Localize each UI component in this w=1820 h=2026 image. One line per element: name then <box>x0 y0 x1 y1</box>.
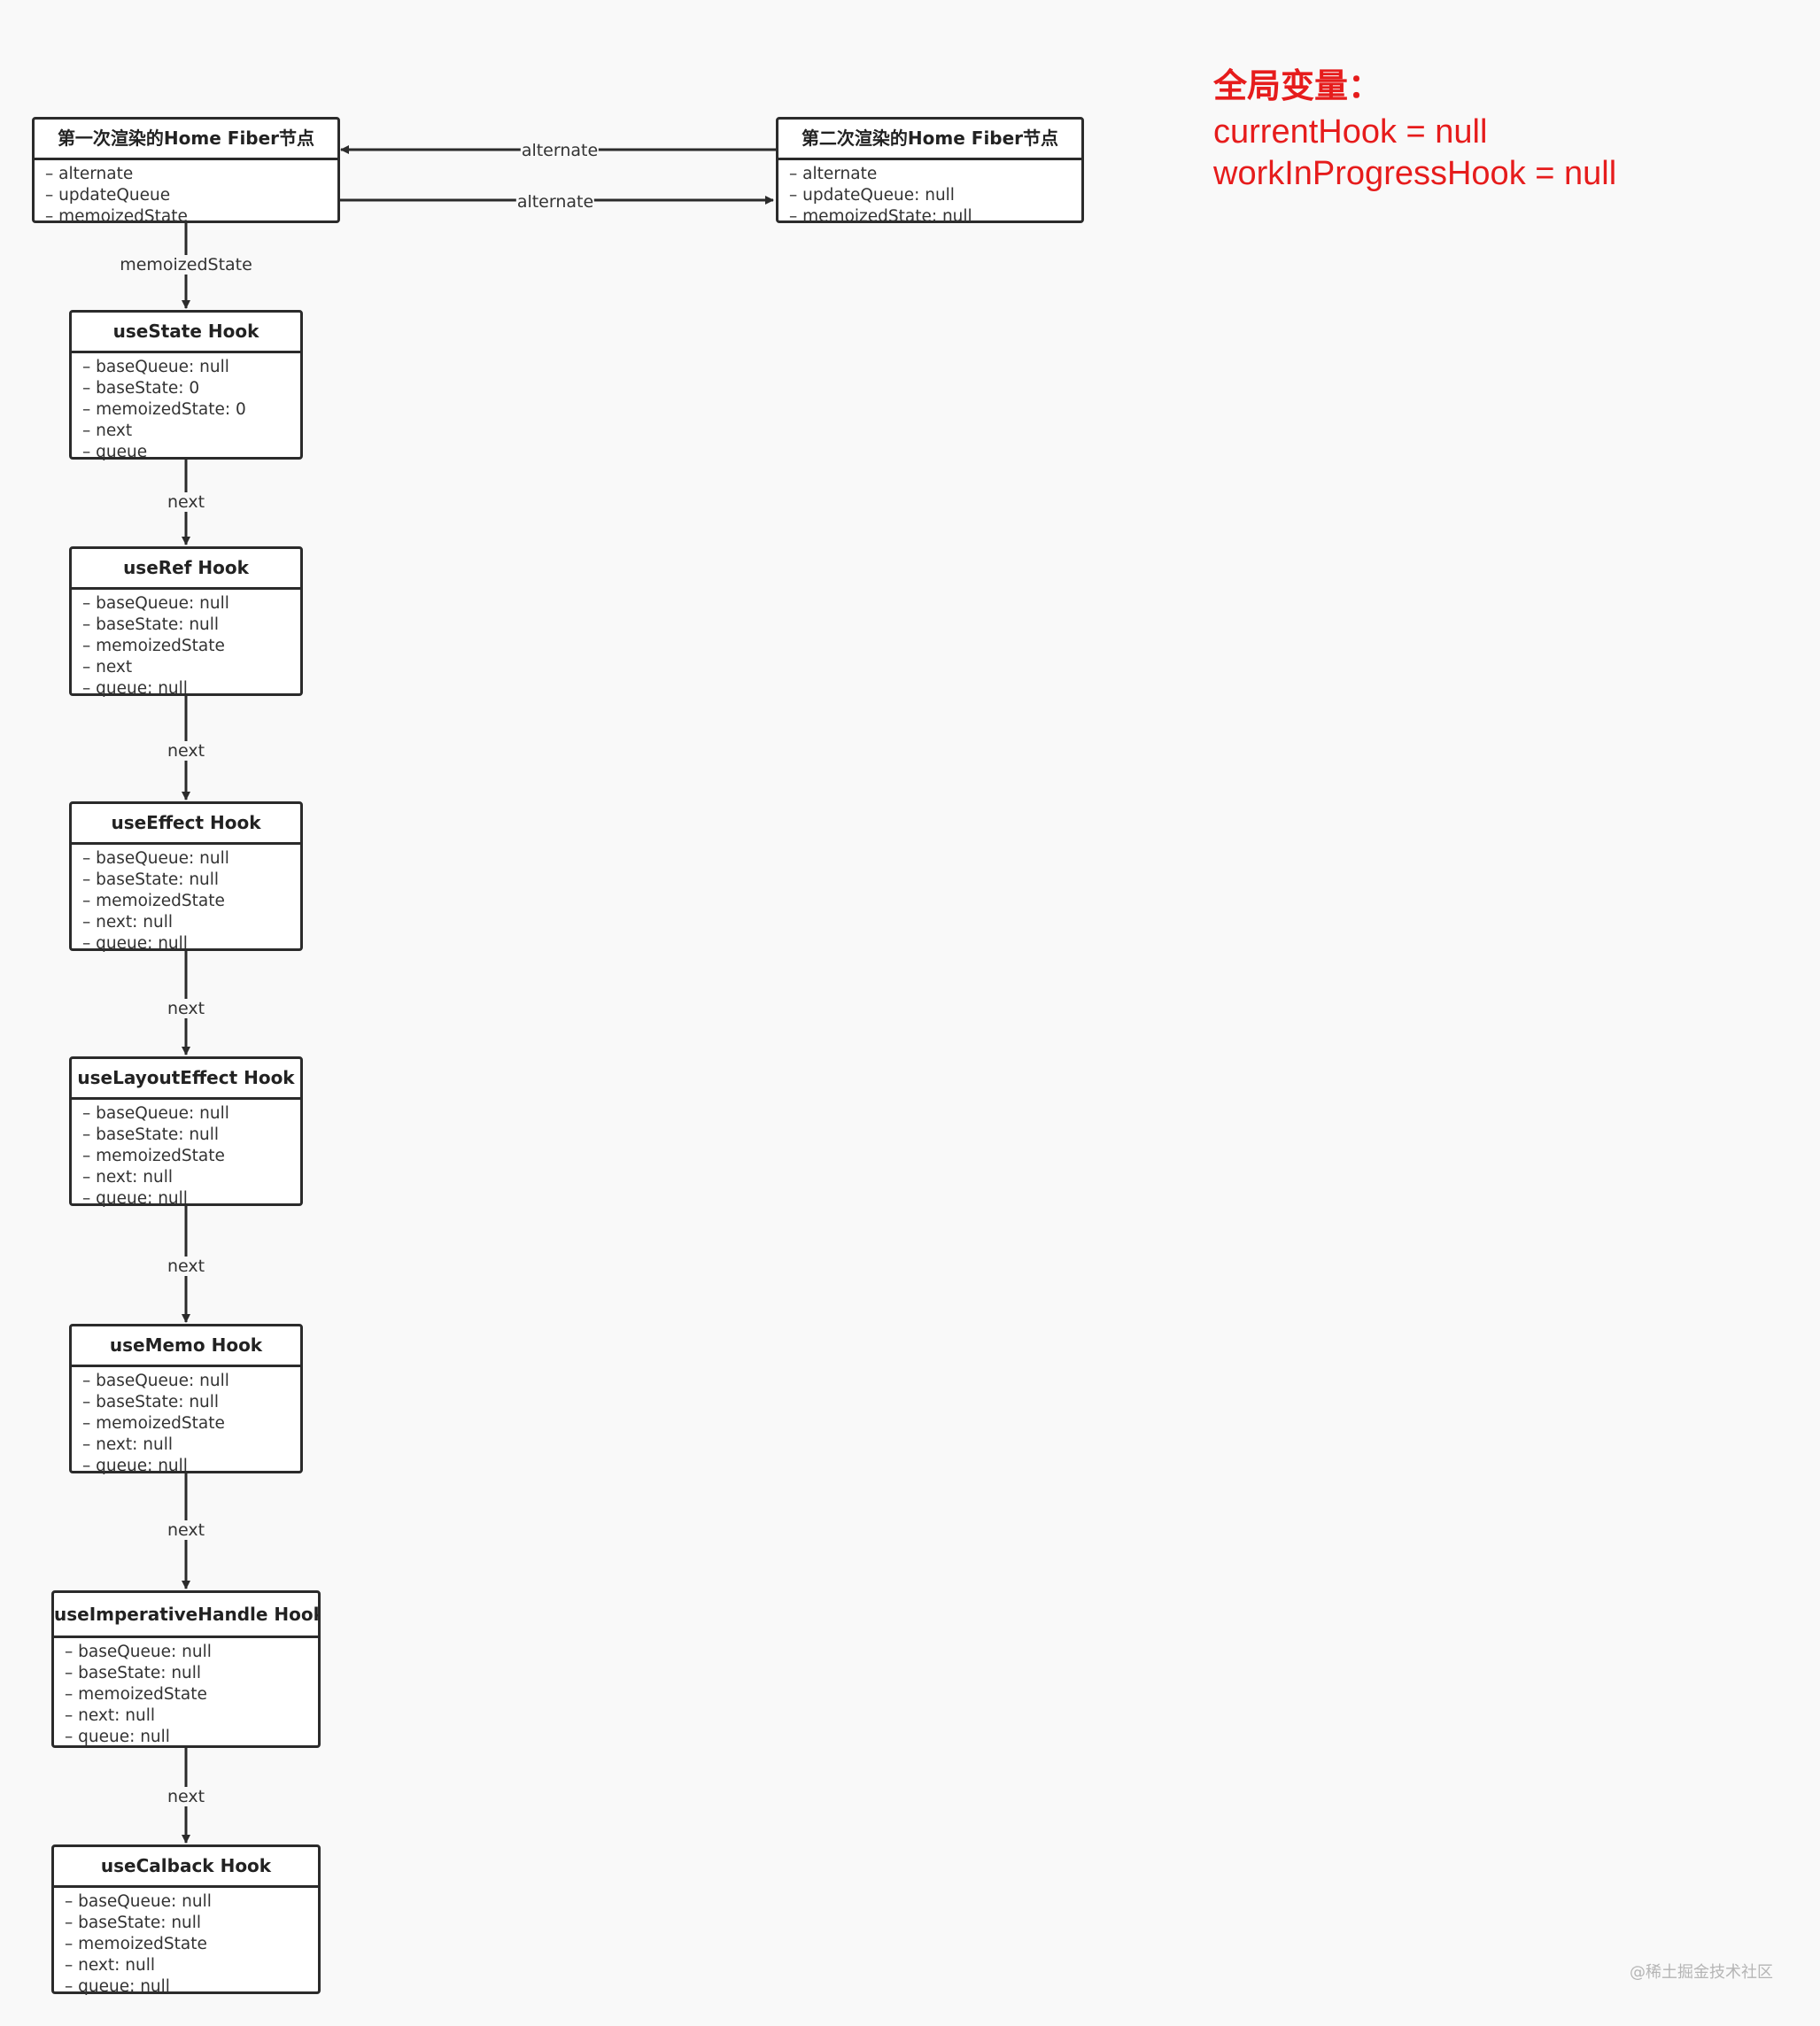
node-fields: baseQueue: null baseState: 0 memoizedSta… <box>72 353 300 463</box>
field-updateQueue: updateQueue <box>45 185 337 206</box>
field-memoizedState: memoizedState: null <box>789 206 1081 228</box>
field-memoizedState: memoizedState <box>82 636 300 657</box>
field-baseQueue: baseQueue: null <box>82 357 300 378</box>
field-baseQueue: baseQueue: null <box>82 1103 300 1125</box>
node-title: useState Hook <box>72 313 300 353</box>
field-baseQueue: baseQueue: null <box>82 1371 300 1392</box>
global-vars-title: 全局变量： <box>1213 68 1382 105</box>
edge-label-next: next <box>166 741 206 761</box>
field-baseQueue: baseQueue: null <box>65 1891 318 1913</box>
field-alternate: alternate <box>789 164 1081 185</box>
field-baseState: baseState: 0 <box>82 378 300 399</box>
fiber-node-first-render: 第一次渲染的Home Fiber节点 alternate updateQueue… <box>32 117 340 226</box>
fiber-node-second-render: 第二次渲染的Home Fiber节点 alternate updateQueue… <box>776 117 1084 226</box>
field-baseState: baseState: null <box>82 1125 300 1146</box>
field-next: next: null <box>82 1434 300 1456</box>
field-memoizedState: memoizedState: 0 <box>82 399 300 421</box>
edge-label-next: next <box>166 1257 206 1276</box>
field-baseState: baseState: null <box>65 1913 318 1934</box>
field-baseState: baseState: null <box>82 870 300 891</box>
node-fields: baseQueue: null baseState: null memoized… <box>54 1888 318 1998</box>
hook-node-useState: useState Hook baseQueue: null baseState:… <box>69 310 303 463</box>
field-baseState: baseState: null <box>82 1392 300 1413</box>
node-title: useRef Hook <box>72 549 300 590</box>
node-title: useEffect Hook <box>72 804 300 845</box>
field-queue: queue: null <box>65 1976 318 1998</box>
node-fields: alternate updateQueue: null memoizedStat… <box>778 160 1081 228</box>
node-title: 第二次渲染的Home Fiber节点 <box>778 120 1081 160</box>
hook-node-useRef: useRef Hook baseQueue: null baseState: n… <box>69 546 303 698</box>
field-queue: queue: null <box>82 933 300 955</box>
edge-label-next: next <box>166 1787 206 1806</box>
field-baseQueue: baseQueue: null <box>82 848 300 870</box>
hook-node-useLayoutEffect: useLayoutEffect Hook baseQueue: null bas… <box>69 1056 303 1208</box>
field-next: next: null <box>65 1705 318 1727</box>
node-title: 第一次渲染的Home Fiber节点 <box>35 120 337 160</box>
field-next: next: null <box>82 1167 300 1188</box>
hook-node-useEffect: useEffect Hook baseQueue: null baseState… <box>69 801 303 953</box>
edge-label-next: next <box>166 492 206 512</box>
node-title: useImperativeHandle Hook <box>54 1593 318 1638</box>
field-next: next: null <box>82 912 300 933</box>
hook-node-useImperativeHandle: useImperativeHandle Hook baseQueue: null… <box>51 1590 321 1748</box>
field-baseState: baseState: null <box>65 1663 318 1684</box>
field-queue: queue: null <box>82 1456 300 1477</box>
node-title: useLayoutEffect Hook <box>72 1059 300 1100</box>
watermark: @稀土掘金技术社区 <box>1630 1963 1773 1982</box>
edge-label-memoizedState: memoizedState <box>119 255 253 275</box>
node-fields: alternate updateQueue memoizedState <box>35 160 337 228</box>
field-baseQueue: baseQueue: null <box>82 593 300 615</box>
hook-node-useCallback: useCalback Hook baseQueue: null baseStat… <box>51 1844 321 1996</box>
global-var-workInProgressHook: workInProgressHook = null <box>1213 155 1617 192</box>
node-fields: baseQueue: null baseState: null memoized… <box>54 1638 318 1748</box>
field-next: next <box>82 421 300 442</box>
field-alternate: alternate <box>45 164 337 185</box>
field-next: next: null <box>65 1955 318 1976</box>
node-title: useMemo Hook <box>72 1326 300 1367</box>
field-queue: queue: null <box>82 678 300 700</box>
edge-label-alternate-back: alternate <box>520 141 600 160</box>
field-queue: queue: null <box>65 1727 318 1748</box>
edge-label-next: next <box>166 999 206 1018</box>
node-title: useCalback Hook <box>54 1847 318 1888</box>
field-memoizedState: memoizedState <box>45 206 337 228</box>
field-memoizedState: memoizedState <box>82 1413 300 1434</box>
field-baseQueue: baseQueue: null <box>65 1642 318 1663</box>
field-memoizedState: memoizedState <box>82 1146 300 1167</box>
edge-label-alternate-forward: alternate <box>515 192 595 212</box>
node-fields: baseQueue: null baseState: null memoized… <box>72 590 300 700</box>
field-memoizedState: memoizedState <box>65 1934 318 1955</box>
hook-node-useMemo: useMemo Hook baseQueue: null baseState: … <box>69 1324 303 1475</box>
global-var-currentHook: currentHook = null <box>1213 113 1488 151</box>
node-fields: baseQueue: null baseState: null memoized… <box>72 1367 300 1477</box>
field-queue: queue: null <box>82 1188 300 1210</box>
field-baseState: baseState: null <box>82 615 300 636</box>
field-queue: queue <box>82 442 300 463</box>
field-updateQueue: updateQueue: null <box>789 185 1081 206</box>
node-fields: baseQueue: null baseState: null memoized… <box>72 1100 300 1210</box>
global-vars-note: 全局变量： currentHook = null workInProgressH… <box>1213 62 1616 195</box>
node-fields: baseQueue: null baseState: null memoized… <box>72 845 300 955</box>
edge-label-next: next <box>166 1520 206 1540</box>
field-next: next <box>82 657 300 678</box>
field-memoizedState: memoizedState <box>82 891 300 912</box>
field-memoizedState: memoizedState <box>65 1684 318 1705</box>
